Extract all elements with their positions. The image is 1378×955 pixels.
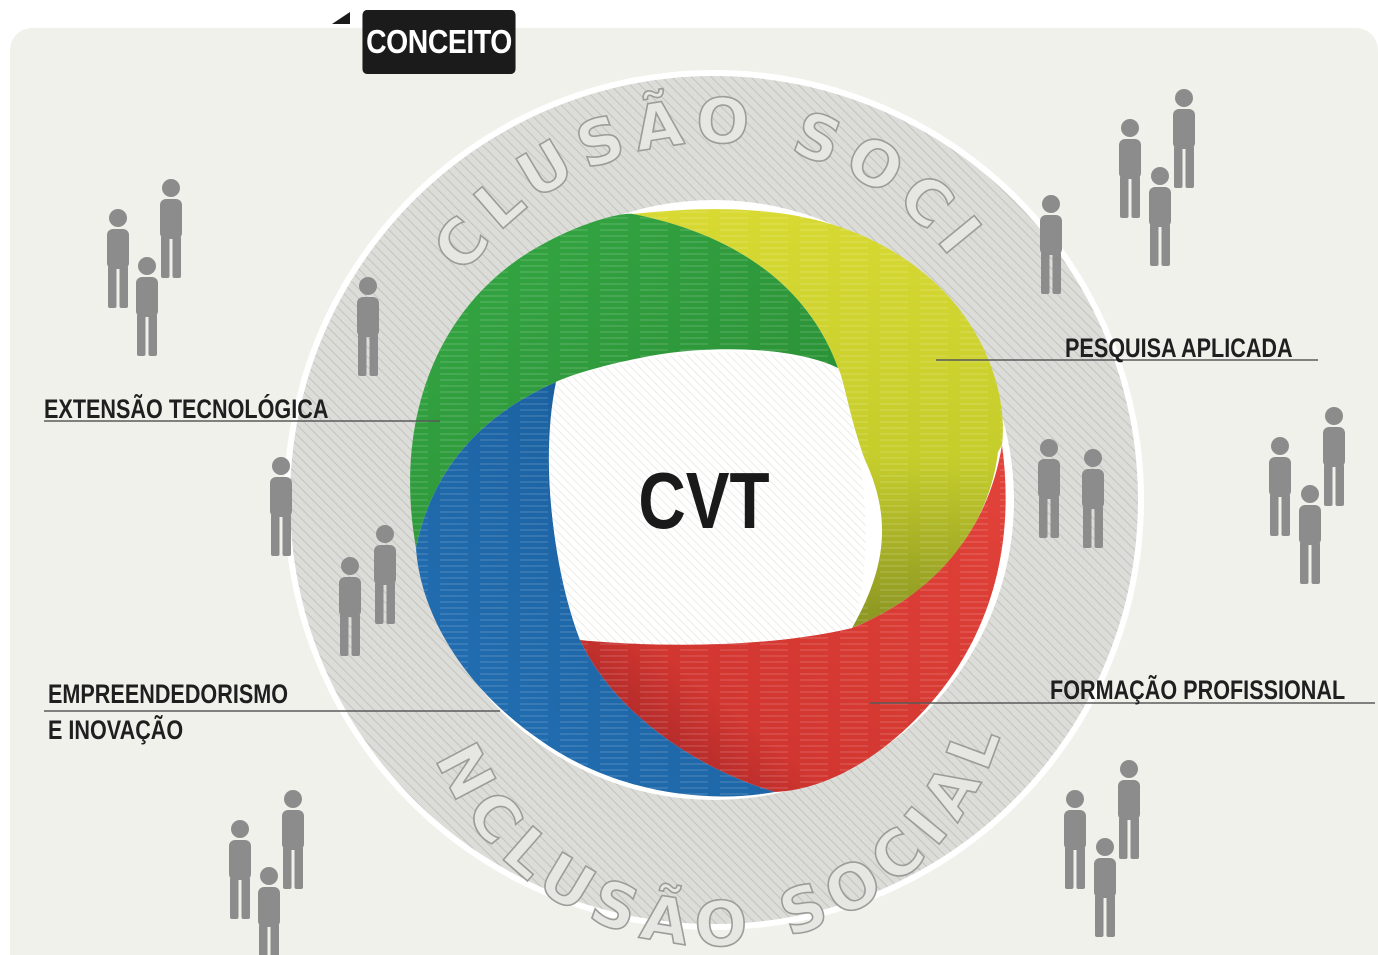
person-icon [160, 179, 182, 278]
label-formacao-profissional: FORMAÇÃO PROFISSIONAL [1050, 675, 1346, 705]
label-empreendedorismo-line2: E INOVAÇÃO [48, 715, 184, 745]
person-icon [258, 867, 280, 955]
person-icon [1269, 437, 1291, 536]
person-icon [1299, 485, 1321, 584]
label-extensao-tecnologica: EXTENSÃO TECNOLÓGICA [44, 394, 329, 424]
person-icon [1119, 119, 1141, 218]
person-icon [1064, 790, 1086, 889]
person-icon [229, 820, 251, 919]
label-empreendedorismo: EMPREENDEDORISMO E INOVAÇÃO [48, 676, 288, 748]
person-icon [282, 790, 304, 889]
person-icon [136, 257, 158, 356]
center-label: CVT [638, 456, 769, 546]
label-pesquisa-aplicada: PESQUISA APLICADA [1065, 333, 1293, 363]
tab-corner [332, 12, 350, 24]
person-icon [107, 209, 129, 308]
person-icon [1173, 89, 1195, 188]
person-icon [1323, 407, 1345, 506]
person-icon [1118, 760, 1140, 859]
segment-red [580, 445, 1006, 792]
concept-tab: CONCEITO [362, 10, 516, 74]
person-icon [1094, 838, 1116, 937]
person-icon [1149, 167, 1171, 266]
segment-green [410, 213, 838, 548]
segment-blue [416, 382, 775, 797]
segment-yellow [633, 209, 1003, 628]
leader-lines [44, 359, 1375, 712]
label-empreendedorismo-line1: EMPREENDEDORISMO [48, 679, 289, 709]
center-core [548, 352, 866, 645]
